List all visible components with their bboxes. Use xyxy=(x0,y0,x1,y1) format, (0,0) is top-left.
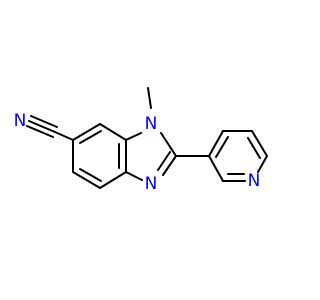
bond-nitrile-1 xyxy=(28,120,56,133)
bond-benz-c7-c7a xyxy=(99,123,127,141)
atom-labels: N N N N xyxy=(14,111,261,194)
bond-pyr-c5-c6 xyxy=(251,130,268,157)
nitrile-nitrogen-label: N xyxy=(14,111,27,131)
imidazole-n1-label: N xyxy=(145,114,158,134)
bond-n1-c2 xyxy=(160,132,177,157)
bond-nitrile-2 xyxy=(30,115,58,128)
bond-pyr-c3-c4 xyxy=(208,130,224,157)
bond-benz-c4-c5 xyxy=(72,171,101,189)
molecule-structure-diagram: N N N N xyxy=(14,87,268,194)
pyridine-nitrogen-label: N xyxy=(248,171,261,191)
bond-cn-ring xyxy=(54,131,74,141)
imidazole-n3-label: N xyxy=(145,174,158,194)
bond-pyr-c2-c3 xyxy=(208,155,224,182)
bond-n3-c3a xyxy=(125,171,143,181)
bond-nitrile-3 xyxy=(26,125,54,138)
bond-n1-methyl xyxy=(147,87,152,109)
bond-pyr-c3-c4-inner xyxy=(215,136,229,158)
bonds xyxy=(26,87,268,189)
bond-benz-c3a-c4 xyxy=(99,171,127,189)
bond-pyr-c6-n xyxy=(257,155,268,173)
bond-benz-c6-c7-inner xyxy=(79,130,102,144)
bond-benz-c4-c5-inner xyxy=(79,168,102,182)
bond-c7a-n1 xyxy=(125,132,142,141)
bond-c2-n3 xyxy=(162,155,177,176)
bond-pyr-c5-c6-inner xyxy=(247,137,261,159)
bond-c2-n3-inner xyxy=(157,151,171,171)
bond-benz-c6-c7 xyxy=(72,123,101,141)
